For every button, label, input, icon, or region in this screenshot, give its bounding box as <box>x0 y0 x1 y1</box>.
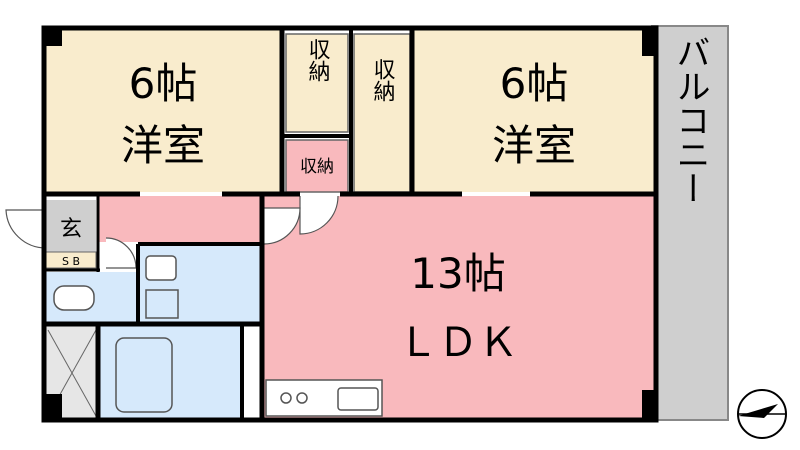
corridor-area <box>98 196 262 242</box>
right-room-type: 洋室 <box>492 121 576 170</box>
sink-fixture <box>145 255 177 281</box>
ldk-type: ＬＤＫ <box>398 320 518 366</box>
left-western-room <box>46 30 280 192</box>
toilet-fixture <box>53 285 95 311</box>
left-room-size: 6帖 <box>129 59 198 108</box>
stove-burner-icon <box>280 392 292 404</box>
ldk-size: 13帖 <box>410 249 505 298</box>
closet-door-swing <box>299 195 339 235</box>
entrance-area <box>46 200 96 252</box>
right-western-room <box>414 30 654 192</box>
washroom-door-swing <box>105 237 137 269</box>
balcony-label: バルコニー <box>670 35 710 205</box>
stove-burner-icon <box>296 392 308 404</box>
washing-machine-space <box>145 289 179 319</box>
shoe-box-label: S B <box>62 255 80 268</box>
entrance-label: 玄 <box>60 217 82 242</box>
entrance-door-swing <box>5 209 47 249</box>
walls <box>41 25 659 423</box>
closet-c-label: 収納 <box>300 157 334 177</box>
closet-a-label: 収納 <box>305 38 331 82</box>
closet-c-area <box>285 139 349 193</box>
kitchen-counter <box>265 379 383 417</box>
closet-b-area <box>353 33 411 193</box>
balcony-area <box>651 25 729 421</box>
room-door-swing <box>263 207 301 245</box>
kitchen-sink <box>337 387 379 411</box>
closet-b-label: 収納 <box>370 58 396 102</box>
bathtub <box>115 337 173 413</box>
right-room-size: 6帖 <box>500 59 569 108</box>
left-room-type: 洋室 <box>121 121 205 170</box>
north-arrow-icon <box>737 389 787 439</box>
closet-a-area <box>285 33 349 133</box>
bathroom-area <box>100 326 242 420</box>
